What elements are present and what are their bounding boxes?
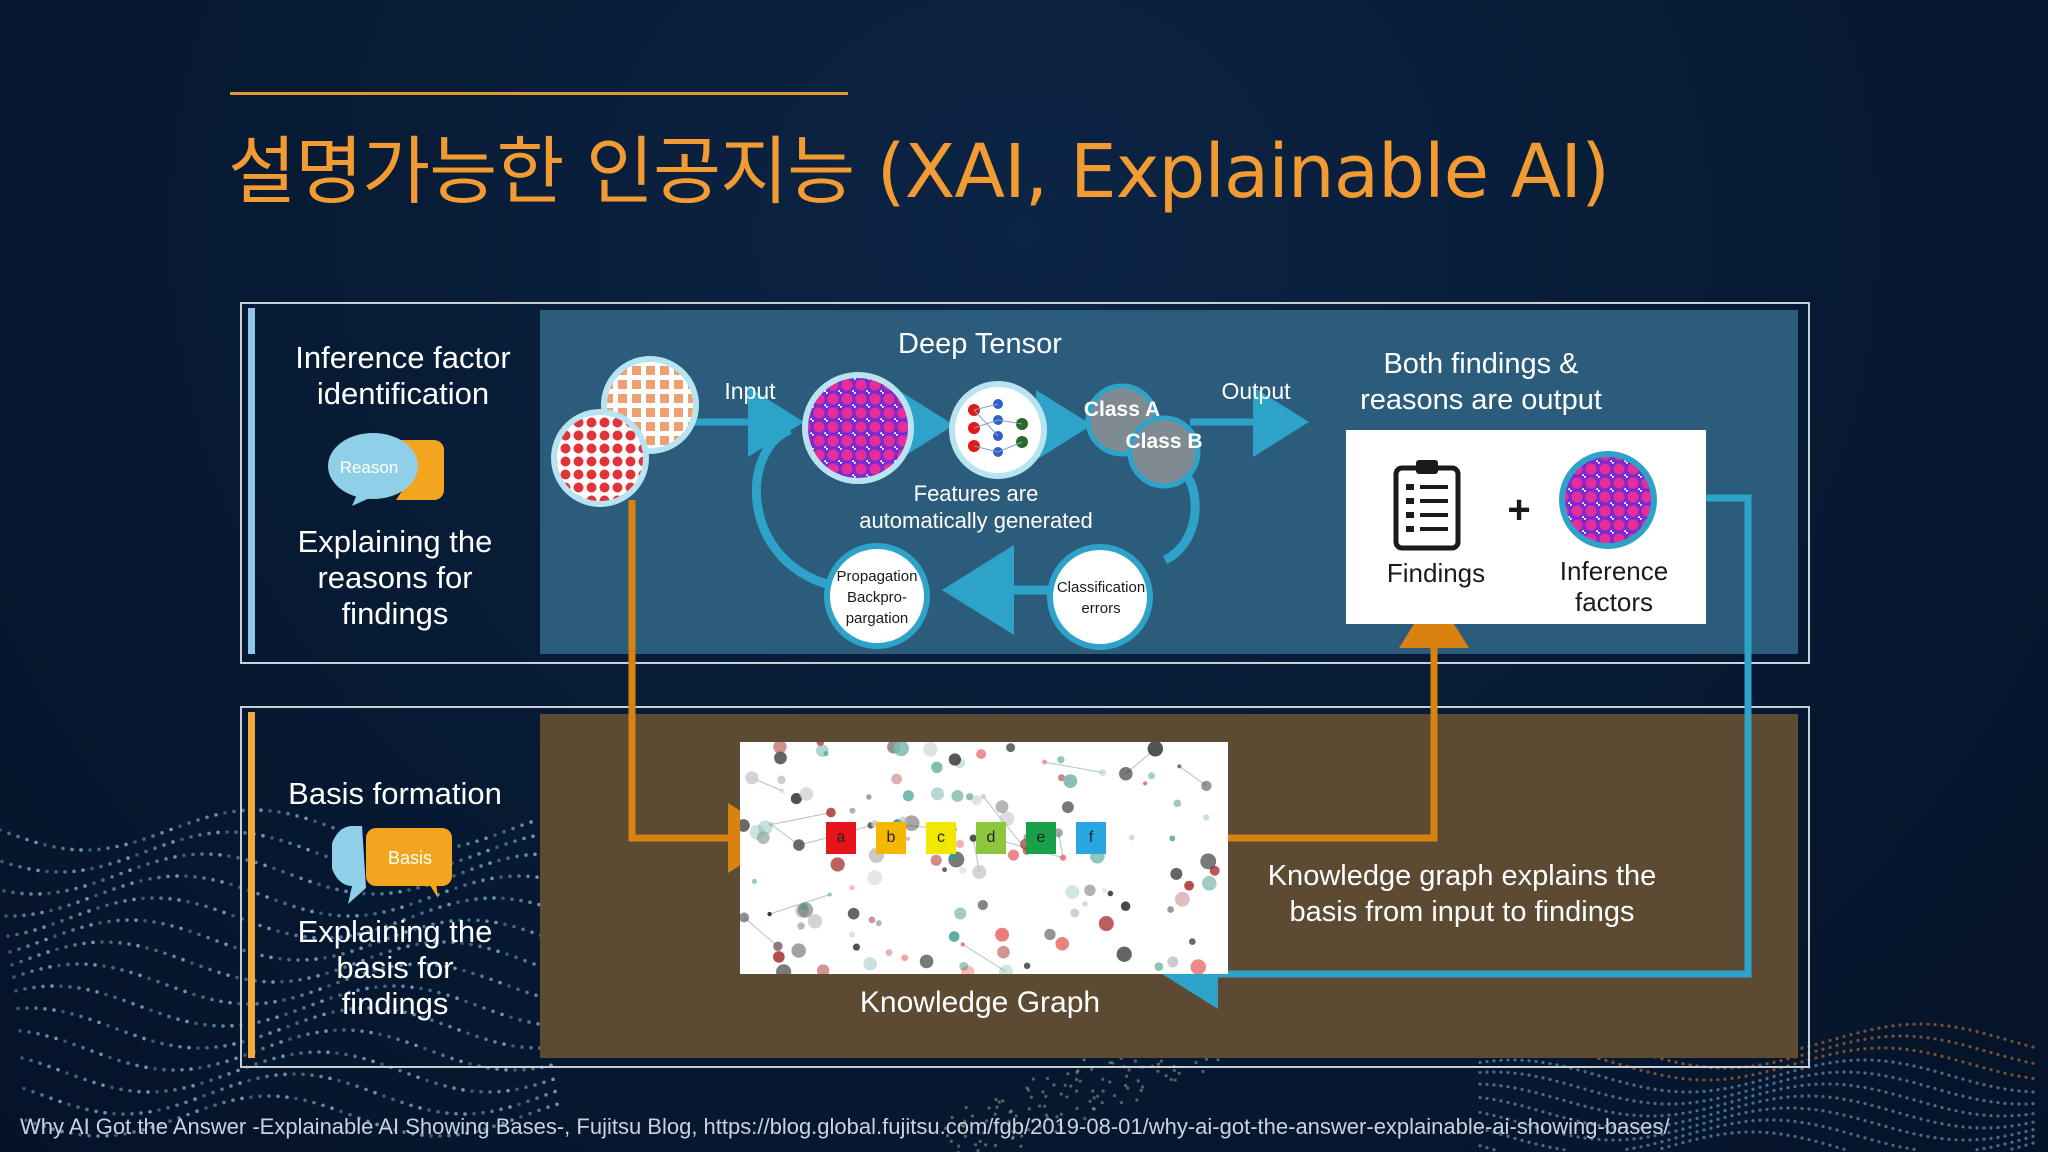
path-to-findings-arrow xyxy=(1160,592,1469,842)
basis-speech-bubble-icon: Basis xyxy=(330,822,456,906)
backpropagation-node xyxy=(824,543,930,649)
path-node-d: d xyxy=(976,822,1006,854)
classification-errors-node xyxy=(1047,544,1153,650)
classification-errors-label: Classification errors xyxy=(1056,579,1146,617)
slide-title: 설명가능한 인공지능 (XAI, Explainable AI) xyxy=(228,129,1610,215)
neural-network-node xyxy=(949,381,1047,479)
plus-sign: + xyxy=(1507,488,1531,532)
path-node-a: a xyxy=(826,822,856,854)
path-node-b: b xyxy=(876,822,906,854)
inference-description: Explaining the reasons for findings xyxy=(297,524,493,631)
path-node-e: e xyxy=(1026,822,1056,854)
inference-panel-accent xyxy=(248,308,255,654)
inference-factors-icon xyxy=(1559,451,1657,549)
basis-panel-accent xyxy=(248,712,255,1058)
inference-factors-label: Inference factors xyxy=(1559,556,1669,617)
backpropagation-label: Propagation Backpro- pargation xyxy=(836,568,918,627)
input-label: Input xyxy=(724,378,776,404)
inference-heading: Inference factor identification xyxy=(295,340,511,411)
basis-panel-frame xyxy=(240,706,1810,1068)
path-node-f: f xyxy=(1076,822,1106,854)
title-rule xyxy=(230,92,848,95)
feature-tensor xyxy=(802,372,914,484)
clipboard-icon xyxy=(1393,460,1461,551)
knowledge-graph-network xyxy=(740,742,1220,974)
knowledge-graph-label: Knowledge Graph xyxy=(859,986,1101,1019)
basis-description: Explaining the basis for findings xyxy=(297,914,493,1021)
reason-bubble-label: Reason xyxy=(340,458,399,477)
class-a-label: Class A xyxy=(1084,398,1160,421)
source-credit: Why AI Got the Answer -Explainable AI Sh… xyxy=(20,1114,1670,1139)
reason-speech-bubble-icon: Reason xyxy=(328,428,454,508)
inference-panel-frame xyxy=(240,302,1810,664)
knowledge-graph-image xyxy=(740,742,1228,974)
features-label: Features are automatically generated xyxy=(859,481,1093,533)
knowledge-graph-explanation: Knowledge graph explains the basis from … xyxy=(1267,860,1657,928)
basis-bubble-label: Basis xyxy=(388,848,432,868)
path-node-c: c xyxy=(926,822,956,854)
output-heading: Both findings & reasons are output xyxy=(1360,348,1602,416)
basis-heading: Basis formation xyxy=(288,776,502,811)
class-b-label: Class B xyxy=(1125,430,1202,453)
class-a-text: Class A xyxy=(1084,398,1160,421)
neural-network-icon xyxy=(968,399,1028,457)
deep-tensor-title: Deep Tensor xyxy=(898,328,1062,360)
findings-label: Findings xyxy=(1386,558,1486,588)
input-tensor-red xyxy=(551,409,649,507)
class-b-node xyxy=(1127,415,1201,489)
basis-path-arrow xyxy=(628,500,784,873)
output-label: Output xyxy=(1221,378,1291,404)
